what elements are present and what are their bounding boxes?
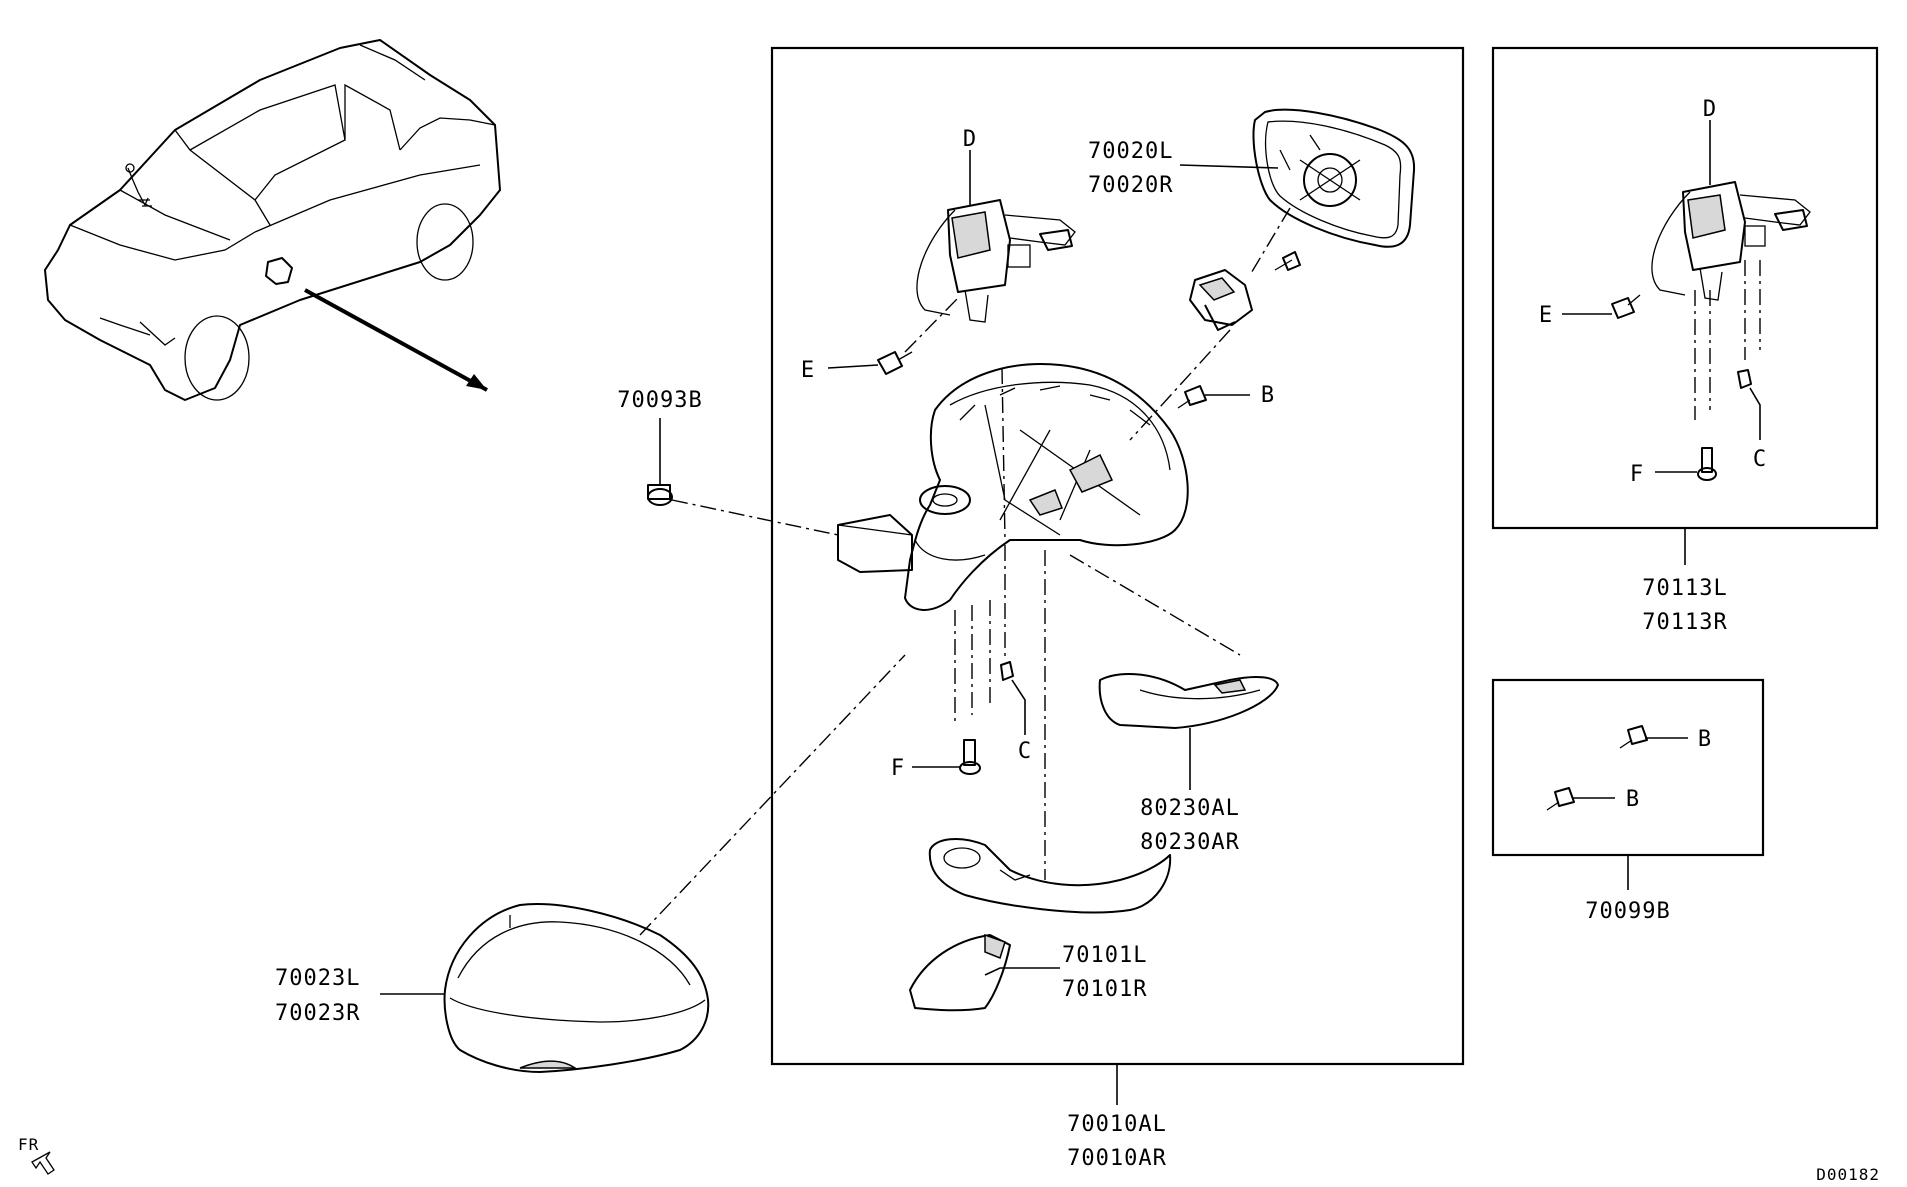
callout-F: F [891,756,905,781]
detail-arrow-icon [466,374,487,390]
base-cover-part [928,838,1172,914]
part-number-70113L: 70113L [1642,576,1727,601]
part-number-70101R: 70101R [1062,977,1147,1002]
screw-kit-box [1491,678,1765,857]
mirror-housing-part [904,363,1189,611]
grommet-70093B-part [647,484,673,506]
mirror-cap-part [443,903,710,1073]
front-direction-label: FR [18,1135,39,1154]
callout-D: D [963,127,977,152]
part-number-70093B: 70093B [617,388,702,413]
part-number-70113R: 70113R [1642,610,1727,635]
part-number-80230AR: 80230AR [1140,830,1240,855]
callout-C-kit: C [1753,447,1767,472]
callout-B: B [1261,383,1275,408]
part-number-80230AL: 80230AL [1140,796,1240,821]
turn-lamp-part [1098,673,1279,729]
adjuster-motor-part [1189,251,1301,331]
part-number-70099B: 70099B [1585,899,1670,924]
front-arrow-icon [31,1151,55,1175]
vehicle-overview-illustration [44,39,501,401]
callout-E-kit: E [1539,303,1553,328]
callout-C: C [1018,739,1032,764]
screw-B-kit-part-1 [1627,725,1648,745]
diagram-code: D00182 [1816,1165,1880,1184]
screw-C-kit-part [1737,369,1752,389]
callout-E: E [801,358,815,383]
part-number-70023R: 70023R [275,1001,360,1026]
screw-E-part [877,351,903,375]
part-number-70020R: 70020R [1088,173,1173,198]
part-number-70023L: 70023L [275,966,360,991]
screw-F-part [963,739,976,766]
part-number-70101L: 70101L [1062,943,1147,968]
mirror-glass-part [1252,108,1416,248]
callout-D-kit: D [1703,97,1717,122]
screw-B-part [1184,385,1207,406]
screw-C-part [1000,661,1014,681]
part-number-70010AL: 70010AL [1067,1112,1167,1137]
screw-E-kit-part [1611,297,1635,319]
actuator-kit-box [1491,46,1879,530]
screw-F-kit-part [1701,447,1713,473]
callout-F-kit: F [1630,462,1644,487]
actuator-motor-part [916,199,1076,323]
callout-B-kit-1: B [1698,727,1712,752]
part-number-70010AR: 70010AR [1067,1146,1167,1171]
screw-B-kit-part-2 [1554,787,1575,807]
callout-B-kit-2: B [1626,787,1640,812]
lower-cover-70101-part [909,933,1011,1012]
actuator-kit-part [1651,181,1811,301]
part-number-70020L: 70020L [1088,139,1173,164]
bracket-box [837,514,913,573]
